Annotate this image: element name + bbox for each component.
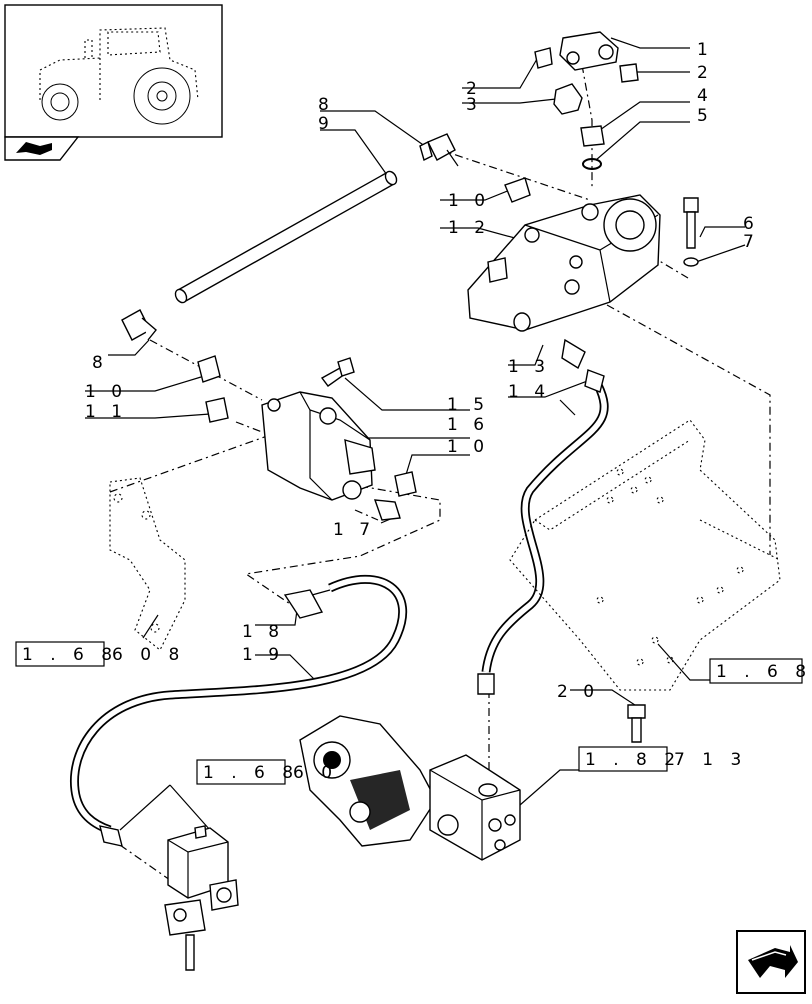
mounting-screw[interactable]: [320, 357, 355, 387]
callout-14: 1 4: [508, 382, 550, 402]
callout-1: 1: [697, 40, 713, 60]
banjo-bolt-left[interactable]: [534, 47, 553, 69]
callout-15: 1 5: [447, 395, 489, 415]
ref-frame-boxed: 1 . 6 8: [716, 662, 812, 682]
banjo-bolt-right[interactable]: [619, 63, 639, 83]
flexible-hose-lower[interactable]: [69, 574, 408, 847]
bolt-20[interactable]: [627, 704, 646, 743]
callout-7: 7: [743, 232, 759, 252]
hose-elbow-fitting[interactable]: [561, 338, 586, 370]
callout-10-top: 1 0: [448, 191, 490, 211]
callout-20: 2 0: [557, 682, 599, 702]
ref-valve[interactable]: 1 . 6 8 6 0: [196, 759, 338, 785]
next-page-arrow-icon[interactable]: [736, 930, 806, 994]
elbow-fitting-top[interactable]: [419, 133, 459, 167]
callout-17: 1 7: [333, 520, 375, 540]
ref-block-suffix: 7 1 3: [674, 750, 747, 770]
flexible-hose-upper[interactable]: [477, 369, 609, 695]
callout-11: 1 1: [85, 402, 127, 422]
plug-upper[interactable]: [504, 177, 531, 203]
callout-4: 4: [697, 86, 713, 106]
washer[interactable]: [683, 257, 699, 267]
banjo-fitting[interactable]: [559, 31, 619, 71]
valve-block[interactable]: [429, 754, 521, 861]
mounting-frame[interactable]: [509, 419, 781, 691]
plug-mid[interactable]: [197, 355, 221, 383]
callout-18: 1 8: [242, 622, 284, 642]
callout-8-left: 8: [92, 353, 108, 373]
callout-8-top: 8: [318, 95, 334, 115]
callout-10-right: 1 0: [447, 437, 489, 457]
union-fitting[interactable]: [553, 83, 583, 115]
plug-11[interactable]: [205, 397, 229, 423]
ref-frame[interactable]: 1 . 6 8: [709, 658, 812, 684]
o-ring[interactable]: [582, 158, 602, 170]
callout-6: 6: [743, 214, 759, 234]
alignment-lines: [109, 64, 771, 881]
rigid-tube[interactable]: [173, 169, 399, 304]
book-icon[interactable]: [4, 136, 80, 161]
callout-12: 1 2: [448, 218, 490, 238]
callout-labels: 1 2 2 3 4 5 6 7 8 9 8 1 0 1 2 1 0 1 1 1 …: [85, 40, 759, 702]
callout-19: 1 9: [242, 645, 284, 665]
callout-9: 9: [318, 114, 334, 134]
plug-10-right[interactable]: [394, 471, 417, 497]
ref-bracket[interactable]: 1 . 6 8 6 0 8: [15, 641, 185, 667]
cap-screw[interactable]: [683, 197, 699, 249]
ref-bracket-suffix: 6 0 8: [112, 645, 185, 665]
tractor-thumbnail[interactable]: [4, 4, 223, 138]
ref-bracket-boxed: 1 . 6 8: [22, 645, 118, 665]
callout-5: 5: [697, 106, 713, 126]
valve-bracket[interactable]: [109, 477, 186, 651]
relay-valve[interactable]: [261, 391, 376, 501]
adapter-fitting[interactable]: [580, 125, 605, 147]
elbow-fitting-left[interactable]: [121, 309, 157, 341]
callout-3: 3: [466, 95, 482, 115]
leader-lines: [85, 37, 746, 831]
solenoid-valve[interactable]: [164, 825, 239, 971]
ref-block[interactable]: 1 . 8 2 7 1 3: [578, 746, 747, 772]
callout-10-left: 1 0: [85, 382, 127, 402]
callout-16: 1 6: [447, 415, 489, 435]
callout-2-right: 2: [697, 63, 713, 83]
brake-valve[interactable]: [467, 194, 661, 332]
fitting-17[interactable]: [373, 499, 401, 521]
ref-valve-suffix: 6 0: [293, 763, 338, 783]
ref-valve-boxed: 1 . 6 8: [203, 763, 299, 783]
callout-2-left: 2: [466, 79, 482, 99]
ref-block-boxed: 1 . 8 2: [585, 750, 681, 770]
callout-13: 1 3: [508, 357, 550, 377]
elbow-fitting-18[interactable]: [283, 589, 331, 619]
hydraulic-pump[interactable]: [299, 715, 437, 847]
